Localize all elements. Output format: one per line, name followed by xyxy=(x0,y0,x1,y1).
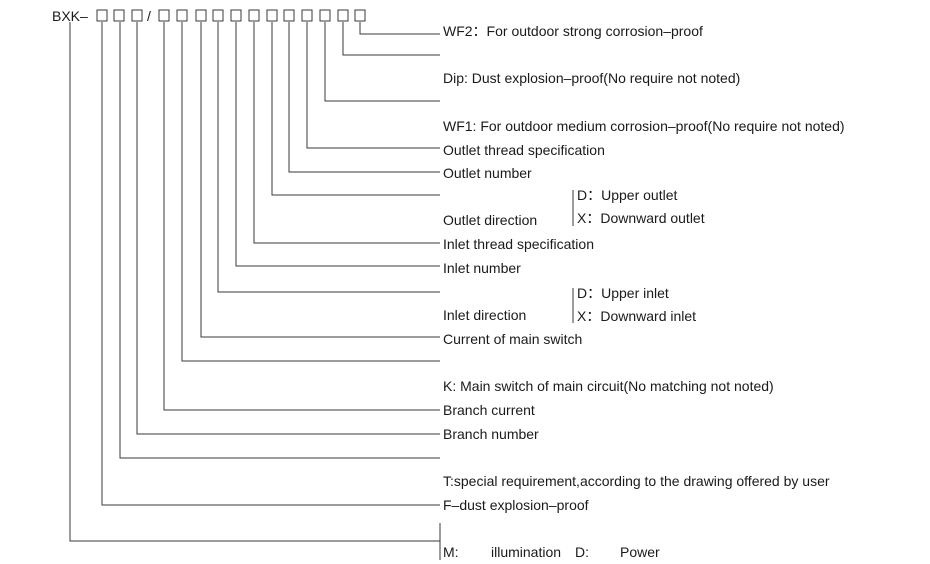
label-outlet-thread: Outlet thread specification xyxy=(443,142,605,158)
code-box-9 xyxy=(248,9,260,22)
code-box-14 xyxy=(337,9,349,22)
leader-box-14 xyxy=(342,22,440,56)
leader-outlet-number xyxy=(288,22,440,173)
label-outlet-d: D：Upper outlet xyxy=(577,187,677,203)
code-box-6 xyxy=(195,9,207,22)
code-box-10 xyxy=(266,9,278,22)
label-inlet-x: X：Downward inlet xyxy=(577,308,696,324)
leader-dip xyxy=(324,22,440,102)
label-dip: Dip: Dust explosion–proof(No require not… xyxy=(443,70,740,86)
label-outlet-x: X：Downward outlet xyxy=(577,210,705,226)
code-box-8 xyxy=(230,9,242,22)
leader-branch-number xyxy=(136,22,440,435)
code-slash: / xyxy=(147,8,151,24)
label-branch-current: Branch current xyxy=(443,402,535,418)
leader-inlet-number xyxy=(235,22,440,267)
label-outlet-number: Outlet number xyxy=(443,165,532,181)
label-wf1: WF1: For outdoor medium corrosion–proof(… xyxy=(443,118,845,134)
label-inlet-direction: Inlet direction xyxy=(443,307,526,323)
option-brackets xyxy=(439,190,574,560)
leader-outlet-thread xyxy=(306,22,440,149)
code-box-1 xyxy=(96,9,108,22)
leader-inlet-thread xyxy=(253,22,440,244)
code-box-12 xyxy=(301,9,313,22)
code-box-5 xyxy=(176,9,188,22)
label-k-main-switch: K: Main switch of main circuit(No matchi… xyxy=(443,378,774,394)
code-box-15 xyxy=(354,9,366,22)
label-t-special: T:special requirement,according to the d… xyxy=(443,473,830,489)
leader-lines xyxy=(69,22,440,542)
label-current-main-switch: Current of main switch xyxy=(443,331,582,347)
labels: WF2：For outdoor strong corrosion–proof D… xyxy=(443,23,845,560)
code-box-7 xyxy=(212,9,224,22)
leader-m-d xyxy=(69,22,440,542)
leader-f-dust xyxy=(101,22,440,506)
label-f-dust: F–dust explosion–proof xyxy=(443,497,589,513)
label-inlet-d: D：Upper inlet xyxy=(577,285,669,301)
leader-k-main-switch xyxy=(181,22,440,362)
label-wf2: WF2：For outdoor strong corrosion–proof xyxy=(443,23,703,39)
code-box-2 xyxy=(113,9,125,22)
leader-outlet-direction xyxy=(271,22,440,196)
leader-t-special xyxy=(119,22,440,459)
code-boxes-suffix xyxy=(158,9,366,22)
leader-inlet-direction xyxy=(217,22,440,293)
label-m: M: xyxy=(443,544,459,560)
code-box-13 xyxy=(319,9,331,22)
label-branch-number: Branch number xyxy=(443,426,539,442)
label-outlet-direction: Outlet direction xyxy=(443,212,537,228)
code-prefix: BXK– xyxy=(52,8,88,24)
code-box-4 xyxy=(158,9,170,22)
label-d: D: xyxy=(575,544,589,560)
leader-wf2 xyxy=(359,22,440,35)
code-boxes xyxy=(96,9,143,22)
code-box-3 xyxy=(131,9,143,22)
label-inlet-number: Inlet number xyxy=(443,260,521,276)
label-inlet-thread: Inlet thread specification xyxy=(443,236,594,252)
leader-current-main-switch xyxy=(200,22,440,338)
leader-branch-current xyxy=(163,22,440,411)
code-box-11 xyxy=(283,9,295,22)
label-d-power: Power xyxy=(620,544,660,560)
label-m-illumination: illumination xyxy=(491,544,561,560)
